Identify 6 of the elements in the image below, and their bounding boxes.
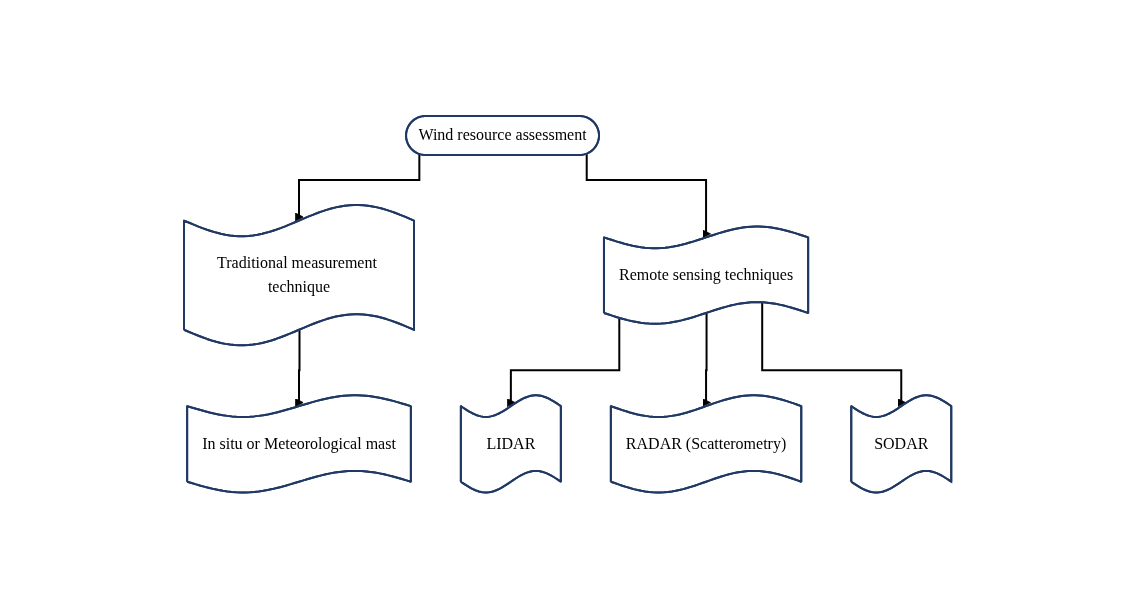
arrow (506, 317, 621, 408)
arrow (294, 329, 304, 408)
arrow (761, 302, 906, 408)
arrow (585, 153, 711, 239)
arrow (294, 153, 421, 222)
arrow (701, 312, 711, 408)
